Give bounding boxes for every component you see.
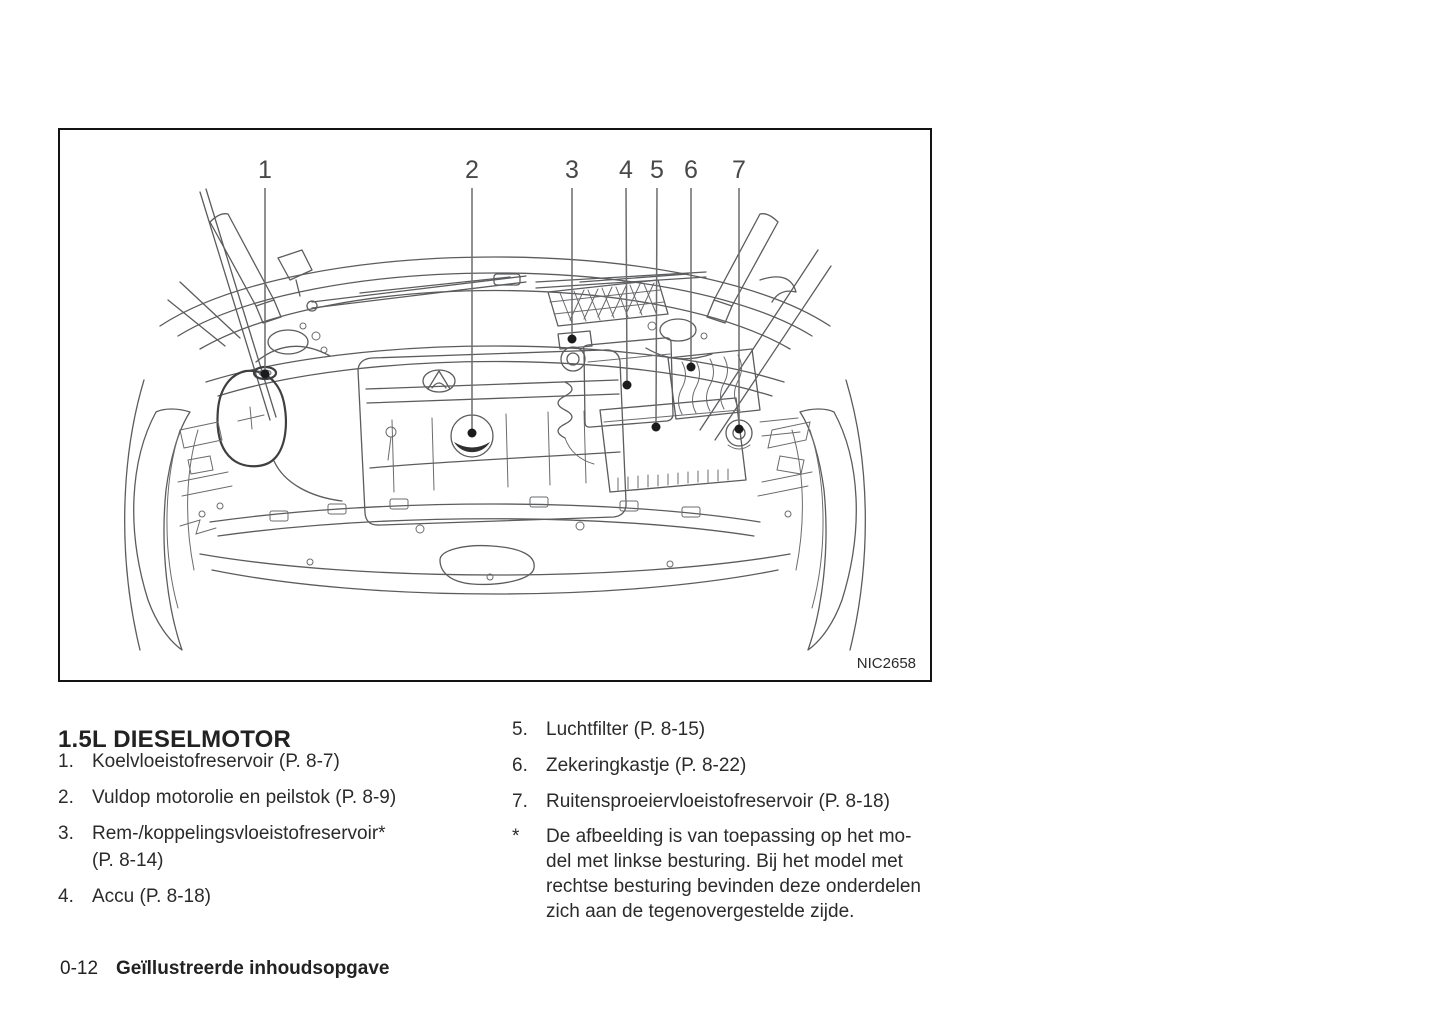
front-structure [199,496,791,595]
cowl-lower [205,345,785,397]
air-filter-box [599,397,747,493]
callout-number-2: 2 [465,156,479,184]
right-inner-details [757,421,813,518]
callout-number-4: 4 [619,156,633,184]
footnote-asterisk: * [512,826,520,847]
legend-item-5: 5. Luchtfilter (P. 8-15) [512,716,952,743]
washer-fluid-cap [725,417,801,450]
callout-number-6: 6 [684,156,698,184]
figure-reference-code: NIC2658 [857,655,916,672]
engine-bay-diagram: 1 2 3 4 5 6 7 NIC2658 [124,156,916,672]
callout-number-5: 5 [650,156,664,184]
callout-dot-7 [734,424,744,434]
fuse-box [667,348,761,420]
callout-number-7: 7 [732,156,746,184]
strut-tower-left [255,322,331,363]
legend-item-text: Accu (P. 8-18) [92,886,211,907]
left-inner-details [177,421,233,535]
legend-item-2: 2. Vuldop motorolie en peilstok (P. 8-9) [58,784,496,811]
page-number: 0-12 [60,958,99,979]
callout-dot-1 [260,369,270,379]
legend-item-text: Luchtfilter (P. 8-15) [546,719,706,740]
legend-item-4: 4. Accu (P. 8-18) [58,883,496,910]
callout-dot-3 [567,334,577,344]
right-fender [791,379,866,651]
hood-outline [159,256,831,350]
footnote-text: De afbeelding is van toepassing op het m… [546,826,921,922]
legend-item-number: 1. [58,751,74,772]
legend-item-7: 7. Ruitensproeiervloeistofreservoir (P. … [512,788,952,815]
callout-dot-4 [622,380,632,390]
legend-item-text: Ruitensproeiervloeistofreservoir (P. 8-1… [546,791,890,812]
legend-footnote: * De afbeelding is van toepassing op het… [512,824,952,924]
section-heading: 1.5L DIESELMOTOR [58,726,292,754]
legend-item-number: 3. [58,823,74,844]
legend-item-number: 7. [512,791,528,812]
footer-section-title: Geïllustreerde inhoudsopgave [116,958,390,979]
legend-item-number: 4. [58,886,74,907]
engine-cover [357,349,627,526]
wiper-arms [277,249,707,312]
callout-dot-2 [467,428,477,438]
hood-hinge-right [699,213,832,441]
legend-item-number: 5. [512,719,528,740]
legend-item-text: Rem-/koppelingsvloeistofreservoir* (P. 8… [92,823,386,871]
left-fender [124,379,199,651]
engine-bay-figure: 1 2 3 4 5 6 7 NIC2658 [58,128,932,682]
callouts: 1 2 3 4 5 6 7 [258,156,746,438]
legend-column-left: 1. Koelvloeistofreservoir (P. 8-7) 2. Vu… [58,748,496,919]
callout-number-3: 3 [565,156,579,184]
coolant-reservoir [216,365,397,502]
strut-tower-right [645,318,713,360]
callout-number-1: 1 [258,156,272,184]
brake-fluid-reservoir [557,330,595,465]
legend-item-number: 2. [58,787,74,808]
legend-item-text: Zekeringkastje (P. 8-22) [546,755,747,776]
legend-item-1: 1. Koelvloeistofreservoir (P. 8-7) [58,748,496,775]
callout-dot-6 [686,362,696,372]
legend-item-text: Vuldop motorolie en peilstok (P. 8-9) [92,787,397,808]
callout-dot-5 [651,422,661,432]
legend-item-3: 3. Rem-/koppelingsvloeistofreservoir* (P… [58,820,496,874]
cowl-mesh [547,279,669,327]
legend-column-right: 5. Luchtfilter (P. 8-15) 6. Zekeringkast… [512,716,952,933]
legend-item-number: 6. [512,755,528,776]
page-footer: 0-12 Geïllustreerde inhoudsopgave [60,958,389,980]
legend-item-6: 6. Zekeringkastje (P. 8-22) [512,752,952,779]
legend-item-text: Koelvloeistofreservoir (P. 8-7) [92,751,340,772]
